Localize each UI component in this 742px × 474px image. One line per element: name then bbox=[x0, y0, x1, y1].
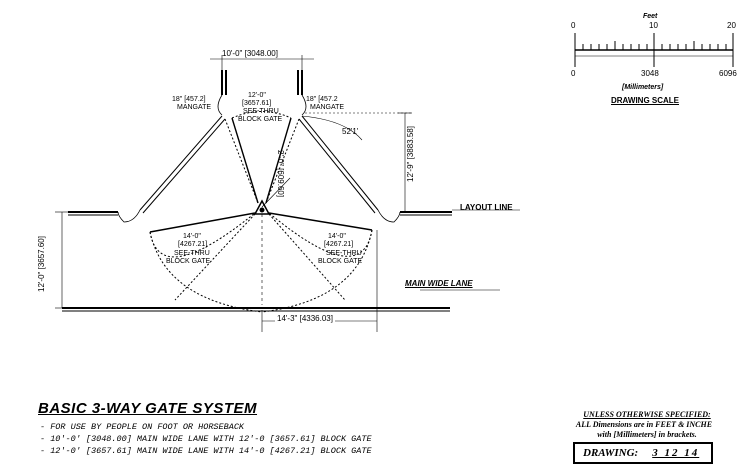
fence-left-diagonal bbox=[139, 115, 226, 214]
drawing-scale-bar bbox=[574, 33, 734, 67]
block-gate-top bbox=[231, 117, 292, 204]
spec-heading: UNLESS OTHERWISE SPECIFIED: bbox=[583, 410, 711, 419]
spec-line-3: with [Millimeters] in brackets. bbox=[597, 430, 697, 439]
mangate-arcs bbox=[217, 94, 307, 116]
left-vertical-dimension bbox=[55, 211, 69, 309]
drawing-number-box: DRAWING: 3 12 14 bbox=[573, 442, 713, 464]
mangate-right-label: MANGATE bbox=[310, 104, 345, 111]
left-gate-type-2: BLOCK GATE bbox=[166, 258, 211, 265]
note-3: - 12'-0' [3657.61] MAIN WIDE LANE WITH 1… bbox=[40, 446, 372, 456]
center-gate-label-1: SEE-THRU bbox=[243, 108, 279, 115]
left-vertical-label: 12'-0" [3657.60] bbox=[37, 236, 46, 292]
main-wide-lane bbox=[62, 289, 500, 312]
left-gate-mm: [4267.21] bbox=[178, 241, 208, 248]
scale-tick-20: 20 bbox=[727, 21, 736, 30]
right-vertical-dimension bbox=[305, 112, 412, 212]
mangate-left-label: MANGATE bbox=[177, 104, 212, 111]
fence-right-diagonal bbox=[298, 115, 379, 214]
scale-tick-0: 0 bbox=[571, 21, 576, 30]
diagram-title: BASIC 3-WAY GATE SYSTEM bbox=[38, 400, 258, 417]
drawing-label: DRAWING: bbox=[583, 447, 639, 459]
center-radius-label: 2'-0" [609.60] bbox=[276, 150, 285, 198]
note-2: - 10'-0' [3048.00] MAIN WIDE LANE WITH 1… bbox=[40, 434, 372, 444]
fence-outer-hooks bbox=[68, 209, 452, 223]
left-gate-type-1: SEE-THRU bbox=[174, 250, 210, 257]
right-gate-type-2: BLOCK GATE bbox=[318, 258, 363, 265]
note-1: - FOR USE BY PEOPLE ON FOOT OR HORSEBACK bbox=[40, 422, 245, 432]
mangate-right-size: 18" [457.2 bbox=[306, 96, 338, 103]
block-gate-right bbox=[268, 212, 373, 231]
mangate-left-size: 18" [457.2] bbox=[172, 96, 206, 103]
center-post bbox=[253, 199, 271, 215]
scale-tick-mm-3048: 3048 bbox=[641, 69, 659, 78]
top-opening bbox=[210, 55, 314, 95]
right-gate-type-1: SEE-THRU bbox=[326, 250, 362, 257]
drawing-number: 3 12 14 bbox=[652, 447, 700, 459]
center-radius-dimension bbox=[261, 177, 291, 305]
main-wide-lane-label: MAIN WIDE LANE bbox=[405, 279, 473, 288]
right-vertical-label: 12'-9" [3883.58] bbox=[406, 126, 415, 182]
scale-tick-mm-6096: 6096 bbox=[719, 69, 737, 78]
scale-tick-mm-0: 0 bbox=[571, 69, 576, 78]
center-gate-mm: [3657.61] bbox=[242, 100, 272, 107]
scale-unit-feet: Feet bbox=[643, 13, 658, 20]
left-gate-length: 14'-0" bbox=[183, 233, 201, 240]
center-gate-label-2: BLOCK GATE bbox=[238, 116, 283, 123]
layout-line-label: LAYOUT LINE bbox=[460, 203, 513, 212]
scale-unit-mm: [Millimeters] bbox=[622, 84, 664, 91]
gate-swing-paths bbox=[149, 111, 373, 313]
scale-caption: DRAWING SCALE bbox=[611, 96, 679, 105]
angle-dimension bbox=[301, 115, 363, 141]
spec-line-2: ALL Dimensions are in FEET & INCHE bbox=[575, 420, 713, 429]
top-width-label: 10'-0" [3048.00] bbox=[222, 49, 278, 58]
block-gate-left bbox=[149, 212, 256, 233]
center-gate-length: 12'-0" bbox=[248, 92, 266, 99]
angle-label: 52'1' bbox=[342, 127, 359, 136]
right-gate-mm: [4267.21] bbox=[324, 241, 354, 248]
scale-tick-10: 10 bbox=[649, 21, 658, 30]
right-gate-length: 14'-0" bbox=[328, 233, 346, 240]
bottom-width-label: 14'-3" [4336.03] bbox=[275, 314, 335, 323]
